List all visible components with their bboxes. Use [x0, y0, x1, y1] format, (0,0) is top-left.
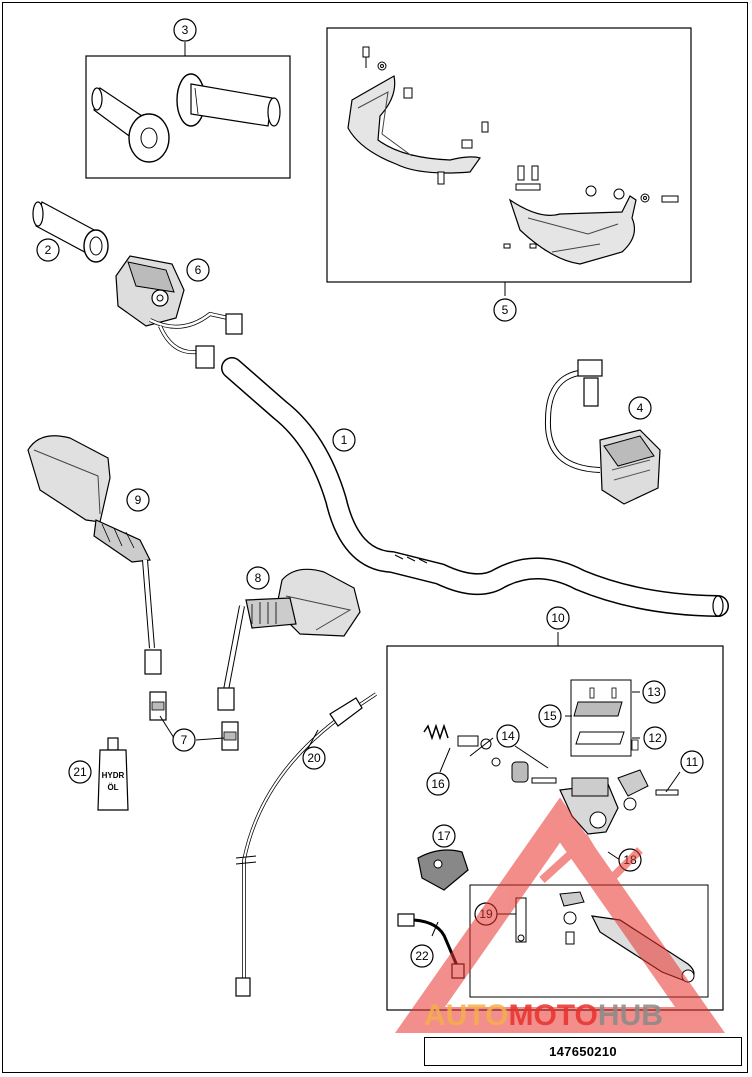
callout-number: 9: [135, 493, 142, 507]
callout-number: 13: [647, 685, 661, 699]
watermark-text-b: MOTO: [508, 999, 597, 1032]
hand-guards: [347, 46, 679, 265]
callout-8: 8: [246, 566, 270, 590]
right-mirror: [217, 568, 361, 711]
callout-circle: [186, 258, 210, 282]
watermark-triangle-icon: [395, 797, 725, 1033]
mirror-adapters: [149, 691, 239, 751]
callout-circle: [643, 726, 667, 750]
callout-3: 3: [173, 18, 197, 42]
left-mirror: [27, 435, 162, 675]
callout-number: 4: [637, 401, 644, 415]
callout-1: 1: [332, 428, 356, 452]
callout-circle: [126, 488, 150, 512]
callout-14: 14: [496, 724, 520, 748]
callout-6: 6: [186, 258, 210, 282]
part-number: 147650210: [549, 1044, 617, 1059]
callout-22: 22: [410, 944, 434, 968]
callout-number: 22: [415, 949, 429, 963]
callout-number: 6: [195, 263, 202, 277]
callout-number: 17: [437, 829, 451, 843]
callout-number: 21: [73, 765, 87, 779]
grip-set: [91, 73, 281, 163]
callout-number: 8: [255, 571, 262, 585]
left-switch: [115, 255, 243, 369]
callout-number: 16: [431, 777, 445, 791]
callout-circle: [410, 944, 434, 968]
callout-circle: [496, 724, 520, 748]
callout-number: 20: [307, 751, 321, 765]
left-grip: [32, 201, 109, 263]
clutch-master-cylinder: [423, 687, 679, 835]
callout-circle: [302, 746, 326, 770]
callout-number: 3: [182, 23, 189, 37]
callout-4: 4: [628, 396, 652, 420]
watermark-mountain-icon: [539, 833, 643, 887]
callout-number: 11: [686, 755, 699, 769]
callout-17: 17: [432, 824, 456, 848]
callout-20: 20: [302, 746, 326, 770]
watermark: [395, 797, 725, 1033]
callout-13: 13: [642, 680, 666, 704]
callout-number: 5: [502, 303, 509, 317]
handguard-box: [326, 27, 692, 283]
bottle-label-line2: ÖL: [107, 783, 118, 792]
callout-circle: [493, 298, 517, 322]
callout-2: 2: [36, 238, 60, 262]
callout-number: 15: [543, 709, 557, 723]
grips-box: [85, 55, 291, 179]
callout-circle: [642, 680, 666, 704]
callout-circle: [332, 428, 356, 452]
handlebar: [221, 357, 729, 617]
callout-circle: [432, 824, 456, 848]
callout-circle: [538, 704, 562, 728]
callout-16: 16: [426, 772, 450, 796]
right-switch: [544, 359, 661, 505]
reservoir-cap: [417, 849, 469, 891]
callout-circle: [628, 396, 652, 420]
part-number-box: 147650210: [424, 1037, 742, 1066]
callout-circle: [246, 566, 270, 590]
hydraulic-oil-bottle: HYDR ÖL: [97, 737, 129, 811]
bottle-label-line1: HYDR: [102, 771, 125, 780]
callout-11: 11: [680, 750, 704, 774]
watermark-text-c: HUB: [598, 999, 663, 1032]
callout-15: 15: [538, 704, 562, 728]
callout-9: 9: [126, 488, 150, 512]
callout-circle: [546, 606, 570, 630]
callout-circle: [172, 728, 196, 752]
callout-number: 12: [648, 731, 662, 745]
callout-circle: [173, 18, 197, 42]
callout-number: 1: [341, 433, 348, 447]
callout-12: 12: [643, 726, 667, 750]
callout-number: 10: [551, 611, 565, 625]
callout-5: 5: [493, 298, 517, 322]
callout-number: 7: [181, 733, 188, 747]
callout-circle: [36, 238, 60, 262]
callout-21: 21: [68, 760, 92, 784]
callout-7: 7: [172, 728, 196, 752]
callout-number: 2: [45, 243, 52, 257]
callout-circle: [680, 750, 704, 774]
callout-circle: [68, 760, 92, 784]
cover-kit-box: [570, 679, 632, 757]
throttle-cable: [235, 692, 377, 997]
watermark-text: AUTOMOTOHUB: [424, 999, 663, 1032]
callout-number: 14: [501, 729, 515, 743]
callout-10: 10: [546, 606, 570, 630]
callout-circle: [426, 772, 450, 796]
watermark-text-a: AUTO: [424, 999, 508, 1032]
